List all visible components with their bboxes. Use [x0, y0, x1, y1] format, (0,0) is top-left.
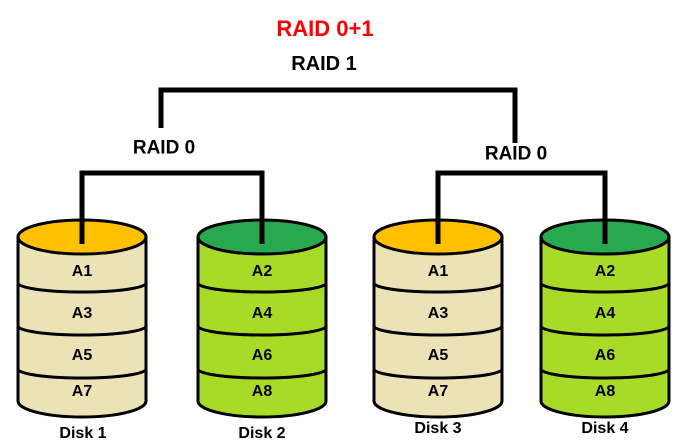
raid0-right-bracket-line: [435, 170, 608, 244]
disk-1-block-a7: A7: [71, 383, 93, 400]
disk-4-block-a4: A4: [594, 305, 616, 322]
disk-3-block-a3: A3: [427, 305, 449, 322]
raid1-label: RAID 1: [291, 53, 357, 75]
disk-2-block-a2: A2: [251, 263, 273, 280]
disk-1-platter-separators: [16, 282, 148, 380]
raid0-right-label: RAID 0: [484, 143, 548, 165]
raid0-left-label: RAID 0: [132, 137, 196, 159]
disk-3-block-a7: A7: [427, 383, 449, 400]
disk-2-body: [196, 235, 328, 419]
disk-2-block-a6: A6: [251, 347, 273, 364]
raid0-left-bracket-line: [79, 170, 265, 244]
disk-3-block-a5: A5: [427, 347, 449, 364]
disk-3-block-a1: A1: [427, 263, 449, 280]
disk-3-name: Disk 3: [414, 420, 462, 437]
disk-1-block-a1: A1: [71, 263, 93, 280]
disk-4-platter-separators: [539, 282, 671, 380]
disk-3-platter-separators: [372, 282, 504, 380]
disk-4-name: Disk 4: [581, 420, 629, 437]
disk-1-name: Disk 1: [59, 425, 107, 442]
disk-4-block-a2: A2: [594, 263, 616, 280]
disk-4-block-a8: A8: [594, 383, 616, 400]
disk-3-body: [372, 235, 504, 419]
disk-2-block-a4: A4: [251, 305, 273, 322]
disk-2-block-a8: A8: [251, 383, 273, 400]
disk-2-platter-separators: [196, 282, 328, 380]
disk-1-block-a3: A3: [71, 305, 93, 322]
raid1-bracket-line: [158, 87, 518, 143]
disk-4-block-a6: A6: [594, 347, 616, 364]
disk-1-block-a5: A5: [71, 347, 93, 364]
diagram-title: RAID 0+1: [276, 16, 374, 41]
disk-2-name: Disk 2: [238, 425, 286, 442]
disk-4-body: [539, 235, 671, 419]
disk-1-body: [16, 235, 148, 419]
